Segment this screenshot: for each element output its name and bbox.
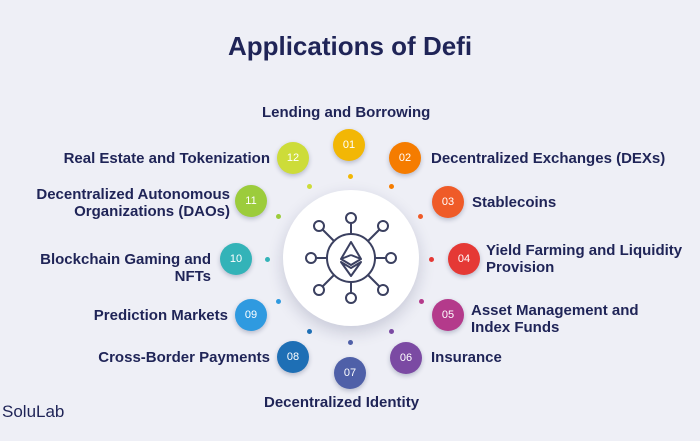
connector-dot <box>388 328 394 334</box>
step-badge-11: 11 <box>235 185 267 217</box>
application-label-11: Decentralized Autonomous Organizations (… <box>36 186 230 220</box>
step-badge-02: 02 <box>389 142 421 174</box>
step-badge-09: 09 <box>235 299 267 331</box>
application-label-02: Decentralized Exchanges (DEXs) <box>431 150 666 167</box>
connector-dot <box>388 183 394 189</box>
application-label-08: Cross-Border Payments <box>98 349 270 366</box>
ethereum-network-icon <box>305 212 397 304</box>
connector-dot <box>347 339 353 345</box>
brand-logo: SoluLab <box>2 402 65 421</box>
center-hub <box>283 190 419 326</box>
step-badge-05: 05 <box>432 299 464 331</box>
connector-dot <box>264 256 270 262</box>
application-label-03: Stablecoins <box>472 194 557 211</box>
application-label-12: Real Estate and Tokenization <box>63 150 270 167</box>
step-badge-10: 10 <box>220 243 252 275</box>
application-label-04: Yield Farming and Liquidity Provision <box>486 242 683 276</box>
application-label-09: Prediction Markets <box>93 307 228 324</box>
application-label-05: Asset Management and Index Funds <box>471 302 639 336</box>
connector-dot <box>428 256 434 262</box>
connector-dot <box>306 328 312 334</box>
step-badge-01: 01 <box>333 129 365 161</box>
connector-dot <box>418 298 424 304</box>
application-label-01: Lending and Borrowing <box>262 104 431 121</box>
step-badge-07: 07 <box>334 357 366 389</box>
application-label-10: Blockchain Gaming and NFTs <box>40 251 211 285</box>
step-badge-06: 06 <box>390 342 422 374</box>
application-label-06: Insurance <box>431 349 502 366</box>
connector-dot <box>306 183 312 189</box>
connector-dot <box>275 213 281 219</box>
step-badge-08: 08 <box>277 341 309 373</box>
step-badge-12: 12 <box>277 142 309 174</box>
connector-dot <box>275 298 281 304</box>
connector-dot <box>347 173 353 179</box>
application-label-07: Decentralized Identity <box>264 394 420 411</box>
diagram-title: Applications of Defi <box>227 31 473 61</box>
connector-dot <box>417 213 423 219</box>
step-badge-03: 03 <box>432 186 464 218</box>
step-badge-04: 04 <box>448 243 480 275</box>
